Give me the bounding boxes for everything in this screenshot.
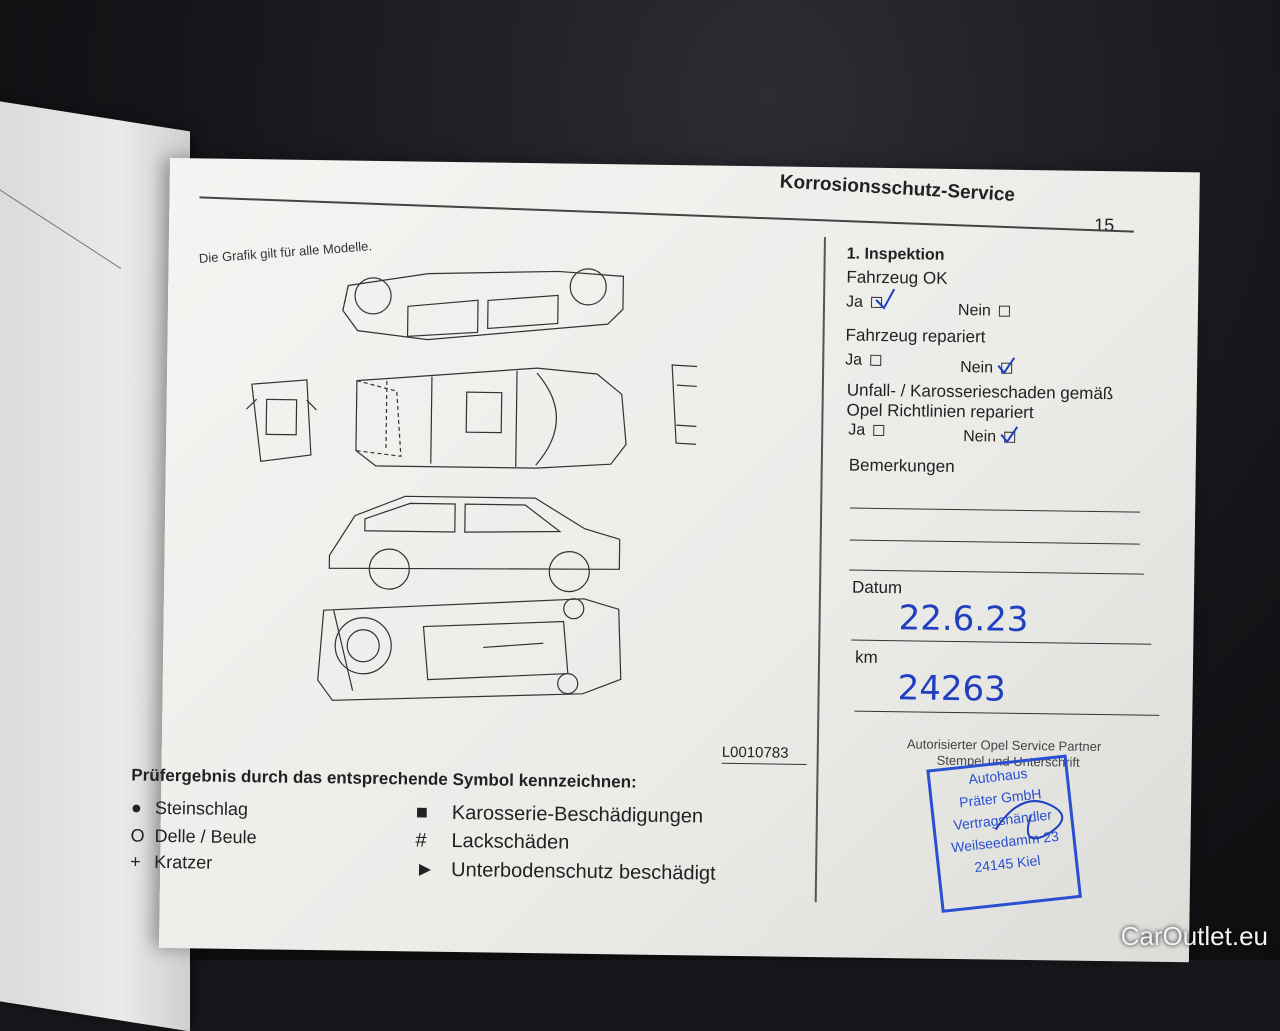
date-value: 22.6.23 [898,598,1029,641]
km-line [854,710,1160,716]
q3-label-line2: Opel Richtlinien repariert [846,400,1034,423]
legend-item-unterboden: ►Unterbodenschutz beschädigt [414,858,716,885]
q1-label: Fahrzeug OK [846,267,948,288]
remarks-label: Bemerkungen [848,455,955,476]
remarks-line-2 [849,539,1140,545]
q2-label: Fahrzeug repariert [845,325,986,347]
legend-item-karosserie: ■Karosserie-Beschädigungen [415,801,704,828]
remarks-line-3 [849,569,1145,575]
graphic-code-underline [721,762,807,765]
car-underbody-view [317,598,622,701]
car-roof-view [342,268,624,341]
watermark: CarOutlet.eu [1120,921,1268,951]
page-number: 15 [1094,214,1115,236]
car-damage-diagram [246,268,699,701]
booklet-page: Korrosionsschutz-Service 15 Die Grafik g… [130,158,1200,963]
service-partner-line1: Autorisierter Opel Service Partner [906,736,1102,755]
q3-yes-checkbox[interactable] [873,425,885,437]
legend-title: Prüfergebnis durch das entsprechende Sym… [131,765,637,792]
legend-item-steinschlag: ●Steinschlag [130,797,249,820]
q2-yes-checkbox[interactable] [870,355,882,367]
car-rear-view [246,379,317,462]
q3-no-handwritten-check [1000,426,1019,444]
car-side-view [328,495,621,593]
graphic-code: L0010783 [721,743,789,762]
km-label: km [854,647,878,667]
q2-no: Nein [960,357,1016,378]
column-divider [814,237,826,903]
inspection-heading: 1. Inspektion [846,245,945,264]
q2-yes: Ja [845,351,882,369]
q1-yes: Ja [846,288,896,311]
legend-item-kratzer: +Kratzer [130,851,213,873]
date-line [851,639,1152,645]
date-label: Datum [851,577,903,598]
car-top-view [355,367,627,469]
q1-yes-handwritten-check [875,288,896,310]
page-title: Korrosionsschutz-Service [779,171,1016,206]
remarks-line-1 [850,507,1141,513]
car-front-view [671,364,699,447]
q3-yes: Ja [848,421,885,439]
q2-no-handwritten-check [997,357,1016,375]
signature [994,800,1064,840]
q1-no: Nein [958,302,1010,321]
km-value: 24263 [897,668,1007,710]
legend-item-lack: #Lackschäden [415,829,570,854]
q1-no-checkbox[interactable] [998,305,1010,318]
q3-no: Nein [963,426,1019,447]
